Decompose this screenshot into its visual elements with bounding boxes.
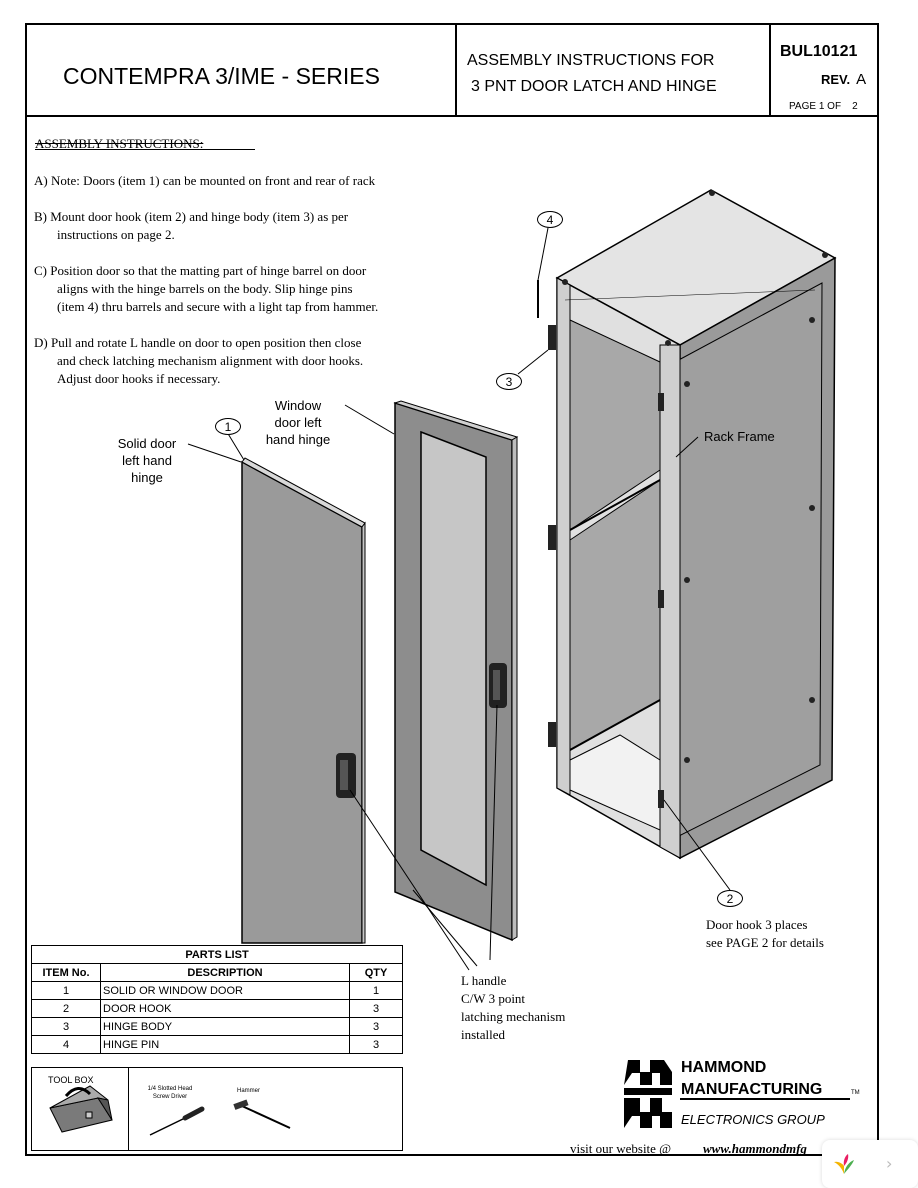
solid-door-label-2: left hand xyxy=(122,453,172,468)
window-door-illustration xyxy=(393,400,519,942)
door-hook-label: Door hook 3 places see PAGE 2 for detail… xyxy=(706,916,824,952)
col-qty: QTY xyxy=(349,963,403,982)
hammer-icon xyxy=(233,1099,291,1129)
table-row: 4 HINGE PIN 3 xyxy=(31,1035,403,1054)
logo-hammond: HAMMOND xyxy=(681,1059,767,1076)
screwdriver-label: 1/4 Slotted Head Screw Driver xyxy=(140,1085,200,1101)
window-door-label: Window door left hand hinge xyxy=(262,397,334,448)
logo-electronics-group: ELECTRONICS GROUP xyxy=(681,1112,825,1127)
balloon-item-4: 4 xyxy=(537,211,563,228)
toolbox-panel: TOOL BOX 1/4 Slotted Head Screw Driver H… xyxy=(31,1067,403,1151)
revision: REV. A xyxy=(821,71,866,88)
viewer-logo-icon xyxy=(834,1154,854,1174)
subtitle-cell xyxy=(457,25,771,115)
rack-frame-illustration xyxy=(537,189,837,860)
step-d-line-1: D) Pull and rotate L handle on door to o… xyxy=(34,335,362,350)
page-number: PAGE 1 OF 2 xyxy=(789,101,858,112)
title-block: CONTEMPRA 3/IME - SERIES ASSEMBLY INSTRU… xyxy=(27,25,877,117)
hammer-label: Hammer xyxy=(237,1088,261,1094)
rev-label: REV. xyxy=(821,72,851,87)
solid-door-label-3: hinge xyxy=(131,470,163,485)
balloon-item-2: 2 xyxy=(717,890,743,907)
bulletin-number: BUL10121 xyxy=(780,43,858,60)
toolbox-icon xyxy=(49,1085,113,1133)
screwdriver-label-1: 1/4 Slotted Head xyxy=(147,1086,193,1092)
door-hook-label-2: see PAGE 2 for details xyxy=(706,935,824,950)
door-hook-label-1: Door hook 3 places xyxy=(706,917,808,932)
subtitle-line-2: 3 PNT DOOR LATCH AND HINGE xyxy=(471,78,717,95)
step-c-line-1: C) Position door so that the matting par… xyxy=(34,263,367,278)
table-row: 2 DOOR HOOK 3 xyxy=(31,999,403,1018)
parts-list-table: PARTS LIST ITEM No. DESCRIPTION QTY 1 SO… xyxy=(31,945,403,1054)
balloon-item-3: 3 xyxy=(496,373,522,390)
parts-list-title: PARTS LIST xyxy=(31,945,403,964)
website-prompt: visit our website @ xyxy=(570,1141,672,1156)
item-no: 3 xyxy=(31,1017,101,1036)
l-handle-label-4: installed xyxy=(461,1027,506,1042)
l-handle-label: L handle C/W 3 point latching mechanism … xyxy=(461,972,565,1044)
subtitle-line-1: ASSEMBLY INSTRUCTIONS FOR xyxy=(467,52,715,69)
table-row: 1 SOLID OR WINDOW DOOR 1 xyxy=(31,981,403,1000)
item-qty: 3 xyxy=(349,1017,403,1036)
item-qty: 3 xyxy=(349,999,403,1018)
balloon-item-1: 1 xyxy=(215,418,241,435)
parts-list-header: ITEM No. DESCRIPTION QTY xyxy=(31,963,403,982)
col-description: DESCRIPTION xyxy=(100,963,350,982)
instructions-heading: ASSEMBLY INSTRUCTIONS: xyxy=(35,136,204,151)
step-d-line-3: Adjust door hooks if necessary. xyxy=(57,371,221,386)
logo-tm: TM xyxy=(851,1090,860,1096)
drawing-sheet: CONTEMPRA 3/IME - SERIES ASSEMBLY INSTRU… xyxy=(25,23,879,1156)
screwdriver-label-2: Screw Driver xyxy=(152,1094,188,1100)
item-description: HINGE BODY xyxy=(100,1017,350,1036)
item-no: 4 xyxy=(31,1035,101,1054)
step-a: A) Note: Doors (item 1) can be mounted o… xyxy=(34,172,375,190)
step-b-line-2: instructions on page 2. xyxy=(57,227,175,242)
l-handle-label-2: C/W 3 point xyxy=(461,991,526,1006)
step-d-line-2: and check latching mechanism alignment w… xyxy=(57,353,364,368)
item-description: HINGE PIN xyxy=(100,1035,350,1054)
step-c-line-2: aligns with the hinge barrels on the bod… xyxy=(57,281,353,296)
table-row: 3 HINGE BODY 3 xyxy=(31,1017,403,1036)
item-description: SOLID OR WINDOW DOOR xyxy=(100,981,350,1000)
website-link[interactable]: www.hammondmfg xyxy=(703,1141,807,1156)
window-door-label-1: Window xyxy=(274,398,322,413)
window-door-label-3: hand hinge xyxy=(265,432,331,447)
chevron-right-icon[interactable]: › xyxy=(886,1154,893,1173)
logo-manufacturing: MANUFACTURING xyxy=(681,1081,823,1098)
item-description: DOOR HOOK xyxy=(100,999,350,1018)
document-title: CONTEMPRA 3/IME - SERIES xyxy=(63,63,380,89)
hinge-body-2 xyxy=(548,525,556,550)
viewer-nav-widget[interactable]: › xyxy=(822,1140,918,1188)
window-door-label-2: door left xyxy=(274,415,322,430)
l-handle-label-1: L handle xyxy=(461,973,507,988)
rev-value: A xyxy=(856,71,867,88)
solid-door-label: Solid door left hand hinge xyxy=(108,435,186,486)
rack-frame-label: Rack Frame xyxy=(704,429,775,444)
step-c: C) Position door so that the matting par… xyxy=(34,262,378,316)
step-b-line-1: B) Mount door hook (item 2) and hinge bo… xyxy=(34,209,349,224)
item-qty: 1 xyxy=(349,981,403,1000)
item-no: 2 xyxy=(31,999,101,1018)
step-d: D) Pull and rotate L handle on door to o… xyxy=(34,334,363,388)
hammond-logo-icon xyxy=(624,1060,672,1128)
leader-lines xyxy=(187,227,731,971)
title-cell xyxy=(27,25,457,115)
heading-underline xyxy=(35,149,255,150)
col-item-no: ITEM No. xyxy=(31,963,101,982)
hinge-body-3 xyxy=(548,722,556,747)
step-a-line-1: A) Note: Doors (item 1) can be mounted o… xyxy=(34,173,376,188)
item-no: 1 xyxy=(31,981,101,1000)
toolbox-label: TOOL BOX xyxy=(48,1075,94,1085)
toolbox-cell xyxy=(32,1068,129,1150)
step-c-line-3: (item 4) thru barrels and secure with a … xyxy=(57,299,379,314)
step-b: B) Mount door hook (item 2) and hinge bo… xyxy=(34,208,348,244)
screwdriver-icon xyxy=(149,1106,205,1136)
l-handle-label-3: latching mechanism xyxy=(461,1009,566,1024)
solid-door-label-1: Solid door xyxy=(117,436,177,451)
door-window-glass xyxy=(420,430,487,887)
item-qty: 3 xyxy=(349,1035,403,1054)
hinge-body-1 xyxy=(548,325,556,350)
solid-door-illustration xyxy=(241,457,366,944)
